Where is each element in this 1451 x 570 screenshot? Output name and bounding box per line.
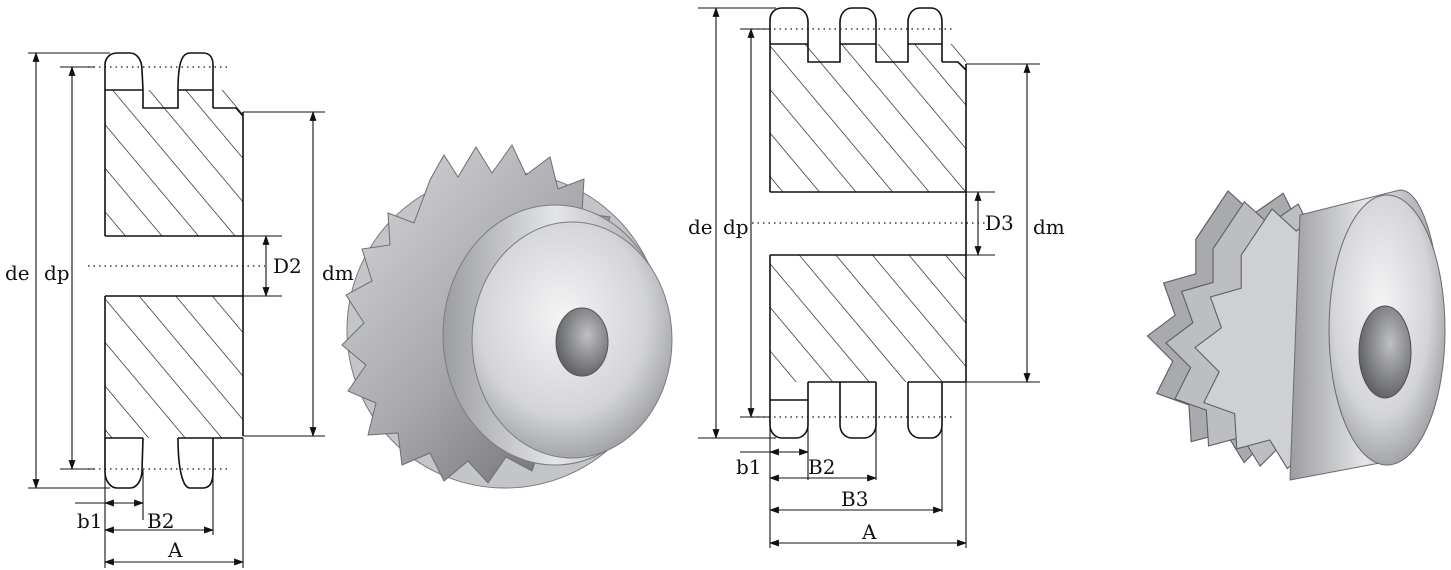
- label-de: de: [5, 261, 30, 285]
- label-b1: b1: [77, 509, 103, 533]
- label-b1: b1: [736, 455, 762, 479]
- label-de: de: [688, 215, 713, 239]
- label-dp: dp: [723, 215, 749, 239]
- label-B2: B2: [808, 455, 835, 479]
- bore-hole: [555, 307, 609, 377]
- hatch-lower: [105, 296, 243, 438]
- label-A: A: [861, 520, 877, 544]
- bottom-teeth: [104, 437, 214, 489]
- label-dp: dp: [44, 261, 70, 285]
- label-A: A: [167, 538, 183, 562]
- hatch-lower: [770, 255, 966, 382]
- bore-hole: [1358, 305, 1412, 399]
- label-D2: D2: [273, 254, 302, 278]
- triple-sprocket-photo: [1146, 189, 1446, 481]
- double-sprocket-photo: [341, 144, 673, 489]
- top-teeth: [104, 52, 214, 109]
- double-sprocket-section: de dp D2 dm b1 B2 A: [5, 52, 354, 568]
- label-dm: dm: [1033, 215, 1065, 239]
- section-outline: [104, 89, 244, 439]
- label-B3: B3: [841, 487, 868, 511]
- label-B2: B2: [147, 509, 174, 533]
- section-outline: [769, 43, 967, 401]
- triple-sprocket-section: de dp D3 dm b1 B2 B3 A: [688, 7, 1065, 548]
- hatch-upper: [105, 90, 243, 236]
- bottom-teeth: [769, 382, 943, 439]
- hatch-upper: [770, 44, 966, 192]
- label-D3: D3: [985, 211, 1014, 235]
- label-dm: dm: [322, 261, 354, 285]
- top-teeth: [769, 7, 943, 63]
